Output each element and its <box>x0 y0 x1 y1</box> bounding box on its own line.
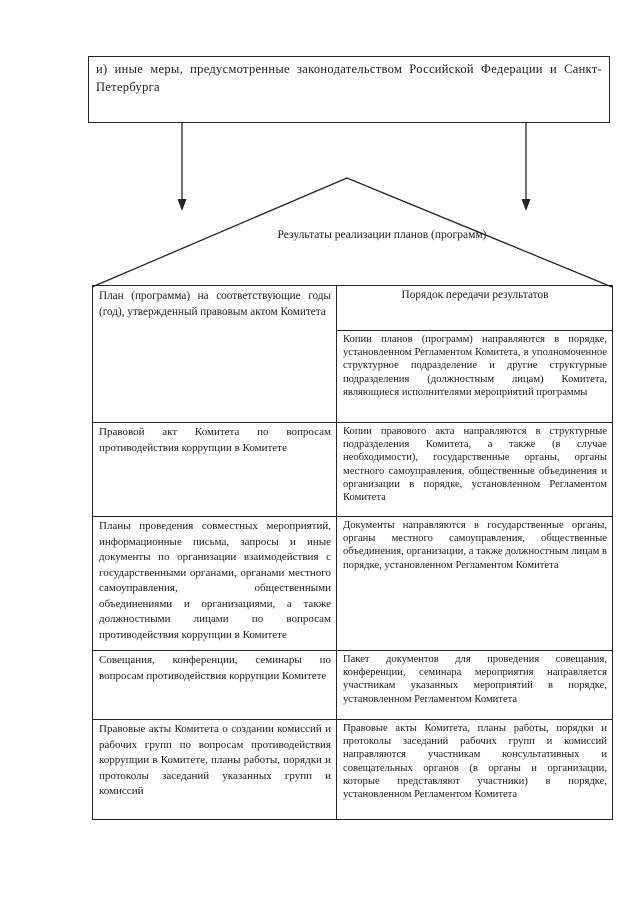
table-row: Планы проведения совместных мероприятий,… <box>92 516 613 651</box>
col2-header-cell: Порядок передачи результатов <box>336 285 613 331</box>
row-joint-plans-right: Документы направляются в государственные… <box>336 516 613 651</box>
roof-label: Результаты реализации планов (программ) <box>277 229 487 241</box>
row-commissions-left: Правовые акты Комитета о создании комисс… <box>92 719 337 820</box>
row-commissions-right: Правовые акты Комитета, планы работы, по… <box>336 719 613 820</box>
table-row: План (программа) на соответствующие годы… <box>92 285 613 423</box>
row-meetings-left: Совещания, конференции, семинары по вопр… <box>92 650 337 720</box>
col2-first-cell: Копии планов (программ) направляются в п… <box>336 330 613 423</box>
roof-triangle <box>91 177 613 288</box>
other-measures-box: и) иные меры, предусмотренные законодате… <box>88 56 610 123</box>
col1-header-cell: План (программа) на соответствующие годы… <box>92 285 337 423</box>
row-legal-act-right: Копии правового акта направляются в стру… <box>336 422 613 517</box>
flow-diagram-graphics <box>91 123 613 288</box>
row-meetings-right: Пакет документов для проведения совещани… <box>336 650 613 720</box>
row-joint-plans-left: Планы проведения совместных мероприятий,… <box>92 516 337 651</box>
table-row: Копии планов (программ) направляются в п… <box>93 330 613 423</box>
results-transfer-table: План (программа) на соответствующие годы… <box>92 285 613 820</box>
down-arrow-right <box>521 123 531 211</box>
table-row: Правовые акты Комитета о создании комисс… <box>92 719 613 820</box>
down-arrow-left <box>177 123 187 211</box>
row-legal-act-left: Правовой акт Комитета по вопросам против… <box>92 422 337 517</box>
table-row: Совещания, конференции, семинары по вопр… <box>92 650 613 720</box>
table-row: Правовой акт Комитета по вопросам против… <box>92 422 613 517</box>
